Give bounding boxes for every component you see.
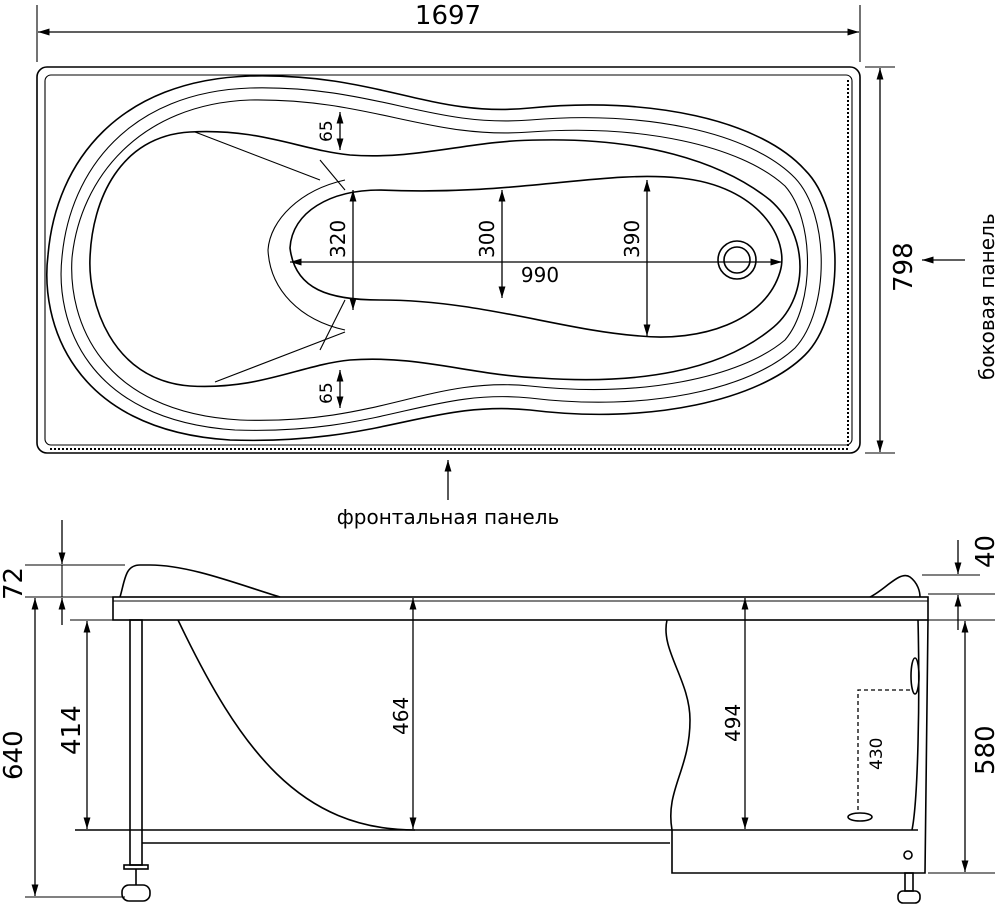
panel-screw-icon — [903, 850, 913, 860]
inner-length-label: 990 — [521, 263, 559, 287]
tub-rim-side — [112, 596, 929, 621]
depth-foot-label: 494 — [721, 704, 745, 742]
headrest-edge — [267, 179, 346, 331]
top-view: 1697 65 65 320 300 390 990 7 — [36, 1, 999, 529]
left-leg — [129, 619, 143, 866]
width-middle-label: 300 — [475, 220, 499, 258]
headrest-line — [214, 331, 346, 383]
overflow-dimension-line — [857, 689, 912, 810]
rim-top-label: 65 — [317, 120, 337, 142]
overflow-icon — [910, 657, 920, 695]
side-panel-label: боковая панель — [975, 213, 999, 380]
width-foot-label: 390 — [620, 220, 644, 258]
length-label: 1697 — [415, 1, 481, 31]
tub-back-profile — [177, 619, 416, 831]
headrest-line — [194, 131, 321, 181]
drain-side-icon — [847, 812, 873, 822]
headrest-line — [319, 159, 346, 191]
bowl-contour — [60, 87, 822, 431]
headrest-height-label: 72 — [0, 567, 29, 600]
width-label: 798 — [889, 242, 919, 292]
drain-icon — [723, 246, 751, 274]
tub-foot-profile — [911, 619, 920, 831]
tub-outline — [36, 66, 861, 454]
right-leg — [904, 872, 914, 892]
foot-rim-profile — [869, 574, 921, 598]
total-height-label: 640 — [0, 730, 29, 780]
right-foot — [897, 890, 921, 904]
headrest-line — [319, 299, 346, 351]
bowl-contour — [71, 99, 809, 421]
leg-height-label: 414 — [57, 705, 87, 755]
front-panel — [665, 619, 929, 874]
overflow-height-label: 430 — [867, 738, 887, 770]
headrest-profile — [119, 564, 281, 598]
outer-bowl-contour — [46, 75, 836, 442]
inner-bowl-contour — [89, 130, 801, 388]
side-view: 430 72 640 414 464 494 4 — [0, 520, 1000, 904]
rim-right-height-label: 40 — [971, 535, 1000, 568]
panel-height-label: 580 — [971, 725, 1000, 775]
tub-rim — [44, 74, 853, 446]
leg-joint — [123, 864, 149, 870]
rim-bottom-label: 65 — [317, 382, 337, 404]
width-head-label: 320 — [326, 220, 350, 258]
left-foot — [121, 884, 151, 902]
front-panel-label: фронтальная панель — [337, 505, 560, 529]
depth-head-label: 464 — [389, 697, 413, 735]
bowl-floor — [289, 175, 783, 338]
